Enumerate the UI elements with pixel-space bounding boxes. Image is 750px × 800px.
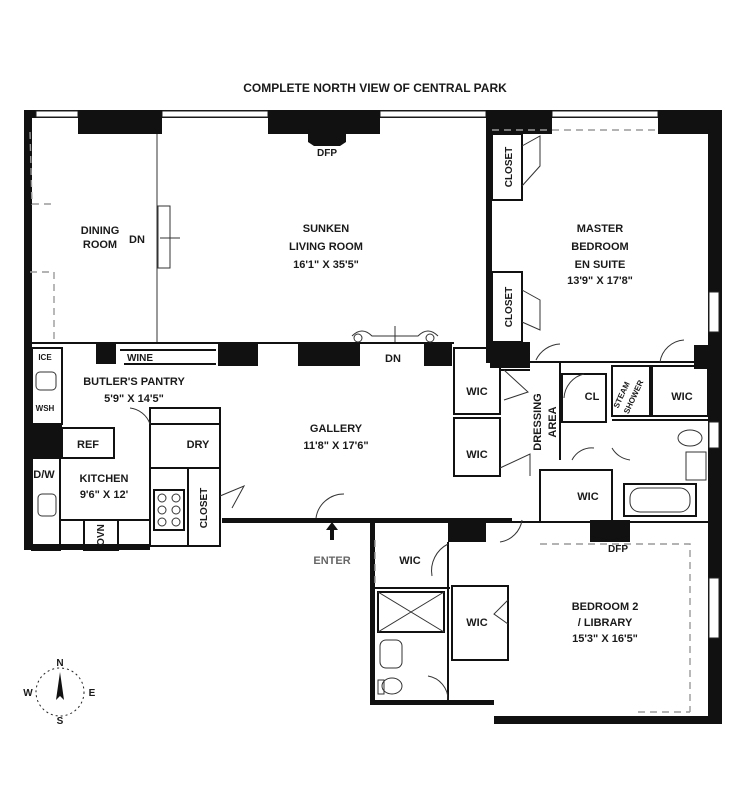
living-dfp-label: DFP [317, 148, 337, 159]
dressing-label-2: AREA [547, 406, 559, 437]
kitchen-size: 9'6" X 12' [80, 489, 129, 501]
pantry-label: BUTLER'S PANTRY [83, 376, 185, 388]
master-vanity [685, 451, 707, 481]
cl-label: CL [585, 391, 600, 403]
kitchen-sink [37, 493, 57, 517]
master-size: 13'9" X 17'8" [567, 275, 633, 287]
compass-w: W [23, 688, 33, 699]
compass-s: S [57, 716, 64, 727]
bedroom2-fireplace [590, 520, 630, 540]
wic-label-6: WIC [466, 617, 487, 629]
master-label-3: EN SUITE [575, 259, 626, 271]
door-swings [129, 135, 685, 701]
living-label-1: SUNKEN [303, 223, 350, 235]
living-dn-label: DN [385, 353, 401, 365]
dressing-label-1: DRESSING [532, 393, 544, 450]
compass-n: N [56, 658, 63, 669]
dw-label: D/W [33, 469, 55, 481]
enter-arrow [326, 522, 338, 540]
pantry-size: 5'9" X 14'5" [104, 393, 164, 405]
bedroom2-label-2: / LIBRARY [578, 617, 633, 629]
dining-dn-label: DN [129, 234, 145, 246]
wic-label-1: WIC [466, 386, 487, 398]
enter-label: ENTER [313, 555, 350, 567]
bedroom2-label-1: BEDROOM 2 [572, 601, 639, 613]
wic-label-4: WIC [577, 491, 598, 503]
dashed-outlines [29, 129, 691, 713]
pantry-sink [35, 371, 57, 391]
dining-steps [157, 205, 171, 269]
bedroom2-size: 15'3" X 16'5" [572, 633, 638, 645]
kitchen-label: KITCHEN [80, 473, 129, 485]
living-size: 16'1" X 35'5" [293, 259, 359, 271]
wine-label: WINE [127, 353, 153, 364]
interior-walls [24, 118, 709, 700]
gallery-size: 11'8" X 17'6" [303, 440, 368, 452]
compass: N S E W [23, 658, 95, 727]
master-closet-1: CLOSET [504, 147, 515, 188]
gallery-label: GALLERY [310, 423, 363, 435]
master-toilet [677, 429, 703, 447]
dry-label: DRY [187, 439, 210, 451]
master-label-1: MASTER [577, 223, 624, 235]
wic-label-2: WIC [466, 449, 487, 461]
wic-label-5: WIC [399, 555, 420, 567]
bedroom2-dfp-label: DFP [608, 544, 628, 555]
ice-label: ICE [38, 353, 52, 362]
master-closet-2: CLOSET [504, 287, 515, 328]
living-fireplace [308, 134, 346, 146]
master-label-2: BEDROOM [571, 241, 628, 253]
dining-label-2: ROOM [83, 239, 117, 251]
compass-e: E [89, 688, 96, 699]
living-label-2: LIVING ROOM [289, 241, 363, 253]
ref-label: REF [77, 439, 99, 451]
kitchen-closet-label: CLOSET [199, 488, 210, 529]
cooktop [153, 489, 185, 531]
room-labels: DINING ROOM DN SUNKEN LIVING ROOM 16'1" … [33, 147, 692, 645]
wic-label-3: WIC [671, 391, 692, 403]
dining-label-1: DINING [81, 225, 120, 237]
ovn-label: OVN [96, 524, 107, 546]
north-arrow-icon [56, 672, 64, 700]
wsh-label: WSH [36, 404, 55, 413]
plan-title: COMPLETE NORTH VIEW OF CENTRAL PARK [243, 81, 507, 95]
